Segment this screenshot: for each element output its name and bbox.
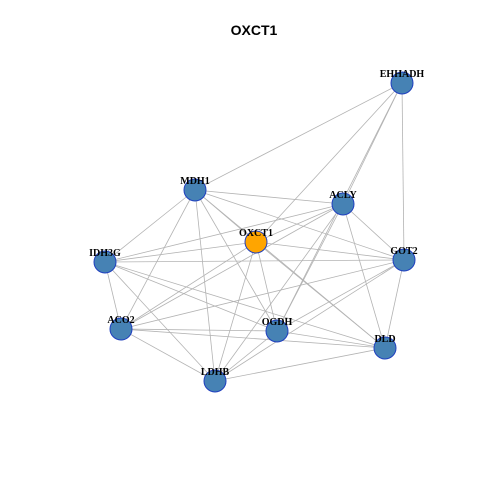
edge-oxct1-idh3g [104,241,257,263]
edge-oxct1-dld [255,241,386,349]
edge-acly-ogdh [276,203,344,332]
edge-mdh1-ogdh [194,189,278,332]
edge-mdh1-ldhb [194,189,216,382]
node-label-aco2: ACO2 [107,315,134,326]
node-layer [93,71,416,393]
node-label-acly: ACLY [329,190,357,201]
node-aco2[interactable] [109,317,133,341]
edge-aco2-dld [120,328,386,349]
edge-mdh1-acly [194,189,344,205]
node-label-ehhadh: EHHADH [380,69,425,80]
edge-aco2-ldhb [120,328,216,382]
edge-acly-aco2 [120,203,344,330]
edge-idh3g-dld [104,261,386,349]
edge-ehhadh-got2 [401,82,405,261]
edge-ogdh-dld [276,330,386,349]
node-dld[interactable] [373,336,397,360]
edge-ehhadh-mdh1 [194,82,403,191]
node-ogdh[interactable] [265,319,289,343]
node-label-ldhb: LDHB [201,367,230,378]
edge-oxct1-ogdh [255,241,278,332]
node-got2[interactable] [392,248,416,272]
edge-idh3g-ldhb [104,261,216,382]
node-oxct1[interactable] [244,230,268,254]
node-ldhb[interactable] [203,369,227,393]
edge-mdh1-got2 [194,189,405,261]
node-mdh1[interactable] [183,178,207,202]
edge-got2-ldhb [214,259,405,382]
edge-mdh1-idh3g [104,189,196,263]
edge-acly-got2 [342,203,405,261]
node-label-idh3g: IDH3G [89,248,121,259]
edge-acly-ldhb [214,203,344,382]
node-label-ogdh: OGDH [262,317,293,328]
edge-oxct1-ldhb [214,241,257,382]
node-acly[interactable] [331,192,355,216]
edge-acly-idh3g [104,203,344,263]
edge-oxct1-got2 [255,241,405,261]
node-label-got2: GOT2 [390,246,417,257]
edge-dld-ldhb [214,347,386,382]
edge-got2-dld [384,259,405,349]
node-label-oxct1: OXCT1 [239,228,273,239]
edge-ogdh-ldhb [214,330,278,382]
edge-acly-oxct1 [255,203,344,243]
edge-idh3g-ogdh [104,261,278,332]
node-idh3g[interactable] [93,250,117,274]
edge-acly-dld [342,203,386,349]
edge-layer [104,82,405,382]
edge-got2-ogdh [276,259,405,332]
diagram-title: OXCT1 [231,22,278,38]
node-label-mdh1: MDH1 [180,176,209,187]
edge-idh3g-got2 [104,259,405,263]
edge-mdh1-aco2 [120,189,196,330]
edge-oxct1-aco2 [120,241,257,330]
edge-aco2-ogdh [120,328,278,332]
node-label-dld: DLD [374,334,395,345]
node-ehhadh[interactable] [390,71,414,95]
edge-got2-aco2 [120,259,405,330]
edge-ehhadh-oxct1 [255,82,403,243]
